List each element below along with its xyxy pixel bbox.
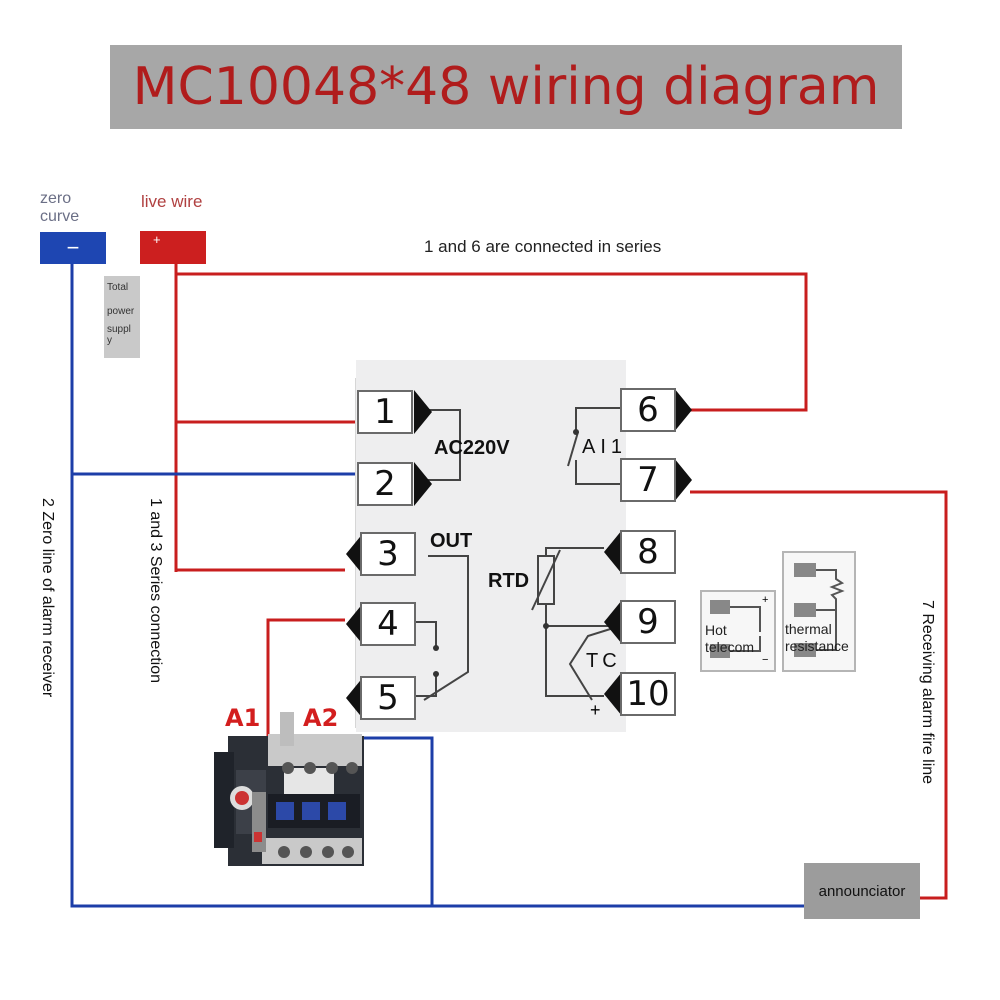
red-wire-7-to-announciator (690, 490, 948, 900)
thermal-resistance-label-2: resistance (785, 638, 849, 654)
announciator-box: announciator (804, 863, 920, 919)
series-1-3-label: 1 and 3 Series connection (147, 498, 164, 684)
live-wire-label: live wire (141, 192, 203, 211)
diagram-title: MC10048*48 wiring diagram (132, 57, 880, 117)
minus-symbol: − (66, 235, 80, 260)
terminal-3: 3 (360, 532, 416, 576)
thermocouple-label-1: Hot (705, 622, 727, 638)
total-power-supply-tag: Total power suppl y (104, 276, 140, 358)
tc-plus-label: + (590, 700, 601, 720)
title-banner: MC10048*48 wiring diagram (110, 45, 902, 129)
tc-label: TC (586, 650, 621, 672)
thermocouple-label: Hot telecom (705, 622, 754, 656)
thermocouple-diagram: Hot telecom + − (700, 590, 776, 672)
supply-line-2: power (107, 306, 135, 317)
out-label: OUT (430, 530, 473, 552)
module-internals (356, 407, 621, 701)
plus-symbol: + (153, 232, 161, 247)
terminal-7: 7 (620, 458, 676, 502)
thermocouple-label-2: telecom (705, 639, 755, 655)
alarm-fire-line-label: 7 Receiving alarm fire line (919, 600, 936, 785)
terminal-6: 6 (620, 388, 676, 432)
terminal-2: 2 (357, 462, 413, 506)
terminal-4: 4 (360, 602, 416, 646)
contactor-a1-label: A1 (225, 704, 261, 732)
thermocouple-plus: + (762, 594, 769, 606)
contactor (214, 712, 364, 874)
supply-line-1: Total (107, 282, 129, 293)
positive-terminal: + (140, 231, 206, 264)
thermal-resistance-label-1: thermal (785, 621, 832, 637)
blue-wire-5-to-contactor (346, 736, 434, 906)
blue-wire-zero-main (70, 264, 804, 908)
thermocouple-symbol (710, 600, 761, 658)
ai1-label: AI1 (582, 436, 628, 458)
ac220v-label: AC220V (434, 437, 510, 459)
thermal-resistance-label: thermal resistance (785, 621, 849, 655)
red-wire-4-to-a1 (266, 618, 345, 736)
terminal-9: 9 (620, 600, 676, 644)
zero-curve-label: zero curve (40, 190, 80, 225)
terminal-8: 8 (620, 530, 676, 574)
supply-line-3: suppl (107, 324, 131, 335)
contactor-a2-label: A2 (303, 704, 339, 732)
thermal-resistance-diagram: thermal resistance (782, 551, 856, 672)
zero-line-alarm-label: 2 Zero line of alarm receiver (39, 498, 56, 698)
terminal-5: 5 (360, 676, 416, 720)
rtd-symbol (794, 563, 845, 657)
contactor-illustration (214, 712, 364, 866)
announciator-label: announciator (818, 882, 906, 900)
red-wire-live-to-6 (174, 264, 808, 412)
terminal-10: 10 (620, 672, 676, 716)
rtd-label: RTD (488, 570, 530, 592)
series-1-6-label: 1 and 6 are connected in series (424, 237, 662, 256)
supply-line-4: y (107, 335, 112, 346)
terminal-1: 1 (357, 390, 413, 434)
thermocouple-minus: − (762, 654, 769, 666)
negative-terminal: − (40, 232, 106, 264)
